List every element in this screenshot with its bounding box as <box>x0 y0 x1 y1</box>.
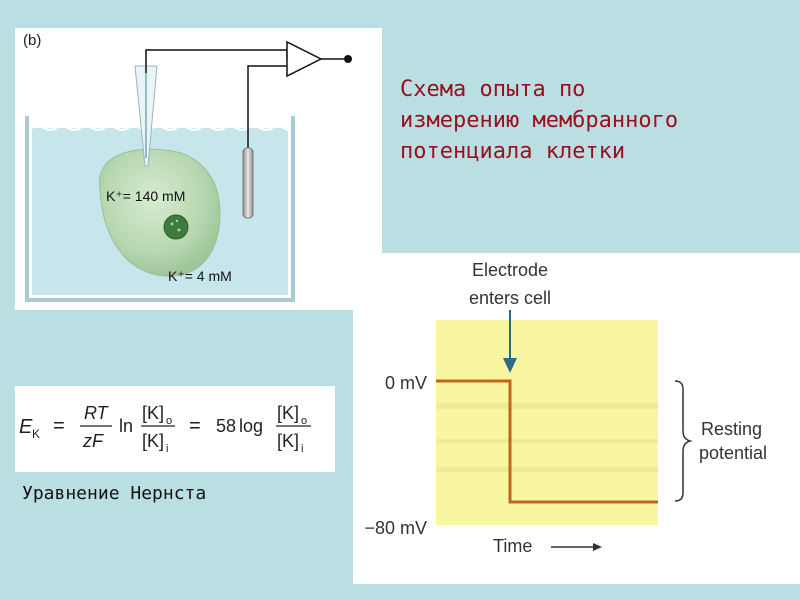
equation-caption: Уравнение Нернста <box>22 483 207 504</box>
eq-lhs: E <box>19 416 33 438</box>
eq-ln: ln <box>119 416 133 436</box>
eq-equals-1: = <box>53 415 65 437</box>
k-inside-label: K⁺= 140 mM <box>106 188 185 204</box>
reference-wire <box>247 65 287 150</box>
experiment-diagram: (b) K⁺= 140 mM K⁺= 4 mM <box>23 32 352 302</box>
water-surface <box>31 125 290 131</box>
membrane-potential-graph: Electrode enters cell 0 mV −80 mV Time R… <box>364 260 767 556</box>
electrode-annotation-line2: enters cell <box>469 288 551 308</box>
eq-k-o-1: [K] <box>142 403 164 423</box>
eq-sub-o-1: o <box>166 415 172 427</box>
electrode-annotation-line1: Electrode <box>472 260 548 280</box>
cell-nucleus <box>163 214 189 240</box>
y-label-0mv: 0 mV <box>385 373 427 393</box>
eq-equals-2: = <box>189 415 201 437</box>
eq-coef: 58 <box>216 416 236 436</box>
eq-log: log <box>239 416 263 436</box>
arrow-head-icon <box>503 358 517 373</box>
cell <box>98 148 221 277</box>
amplifier <box>286 40 323 78</box>
eq-sub-i-1: i <box>166 443 168 455</box>
resting-label-line1: Resting <box>701 419 762 439</box>
eq-k-o-2: [K] <box>277 403 299 423</box>
reference-electrode <box>242 147 254 219</box>
x-axis-label: Time <box>493 536 532 556</box>
output-terminal <box>344 55 352 63</box>
eq-zf: zF <box>82 431 104 451</box>
panel-label: (b) <box>23 32 41 49</box>
eq-sub-i-2: i <box>301 443 303 455</box>
eq-sub-o-2: o <box>301 415 307 427</box>
experiment-diagram-panel: (b) K⁺= 140 mM K⁺= 4 mM <box>15 28 382 310</box>
page-title: Схема опыта по измерению мембранного пот… <box>400 77 679 164</box>
bath-container <box>25 116 295 302</box>
resting-bracket <box>674 380 693 502</box>
k-outside-label: K⁺= 4 mM <box>168 268 232 284</box>
pipette-wire <box>145 49 288 73</box>
graph-background <box>436 320 658 525</box>
eq-rt: RT <box>84 403 110 423</box>
nernst-equation: E K = RT zF ln [K] o [K] i = 58 log [K] … <box>19 403 311 455</box>
y-label-minus80mv: −80 mV <box>364 518 427 538</box>
eq-k-i-2: [K] <box>277 431 299 451</box>
potential-trace <box>436 379 658 504</box>
resting-label-line2: potential <box>699 443 767 463</box>
eq-k-i-1: [K] <box>142 431 164 451</box>
membrane-potential-graph-panel: Electrode enters cell 0 mV −80 mV Time R… <box>353 253 800 584</box>
time-arrow-head-icon <box>593 543 602 551</box>
eq-lhs-sub: K <box>32 427 40 441</box>
nernst-equation-panel: E K = RT zF ln [K] o [K] i = 58 log [K] … <box>15 386 335 472</box>
